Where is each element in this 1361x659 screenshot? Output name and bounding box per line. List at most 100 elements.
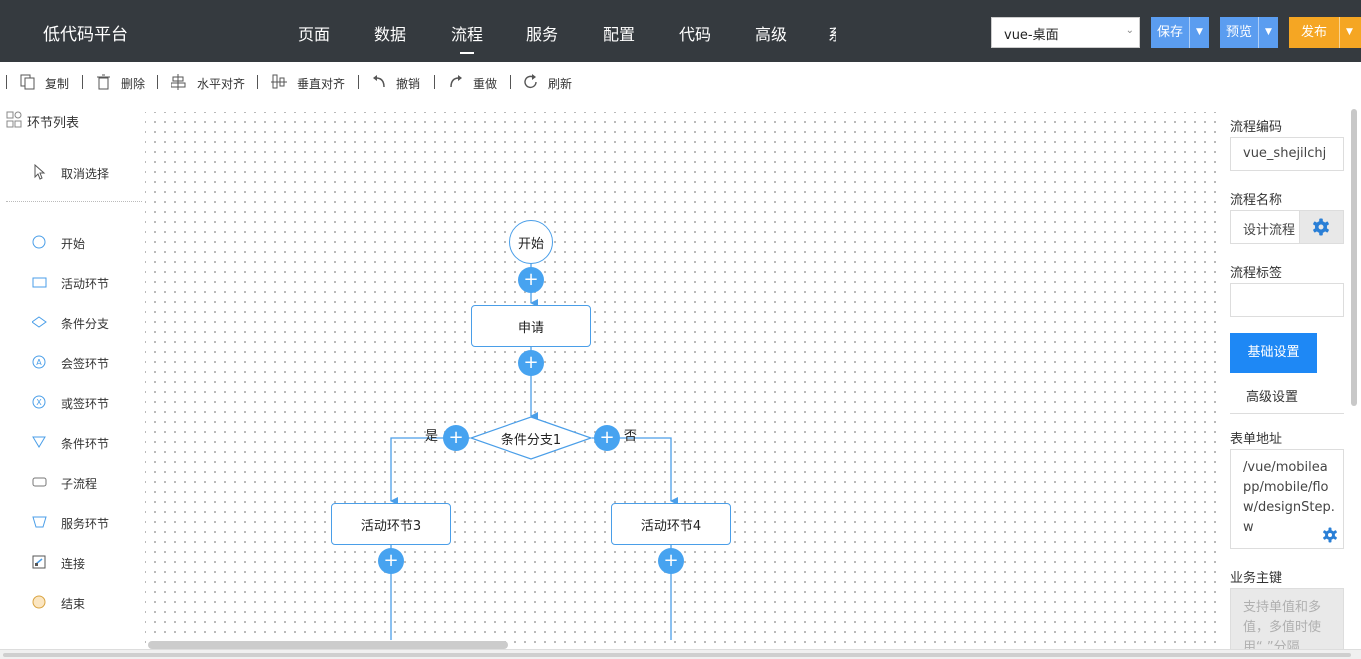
nav-item-advanced[interactable]: 高级	[755, 25, 788, 44]
palette-item-label: 子流程	[61, 477, 98, 491]
page-horizontal-scrollbar[interactable]	[0, 649, 1361, 659]
flow-node-activity-3-label: 活动环节3	[360, 518, 422, 534]
palette-item-activity[interactable]: 活动环节	[32, 274, 132, 292]
node-list-icon	[6, 111, 22, 128]
toolbar-divider	[82, 75, 83, 89]
align-vertical-icon	[271, 74, 287, 89]
svg-text:X: X	[36, 398, 42, 407]
palette-item-condition-node[interactable]: 条件环节	[32, 434, 132, 452]
undo-icon	[373, 75, 385, 88]
canvas-horizontal-scrollbar[interactable]	[148, 641, 508, 649]
preview-button-label: 预览	[1226, 25, 1253, 40]
publish-button[interactable]: 发布 ▼	[1289, 17, 1361, 48]
service-icon	[32, 516, 47, 528]
refresh-icon	[524, 74, 537, 89]
flow-node-condition-label: 条件分支1	[500, 432, 562, 448]
tab-advanced-settings[interactable]: 高级设置	[1246, 390, 1299, 405]
rectangle-icon	[32, 277, 47, 288]
branch-no-label: 否	[624, 429, 638, 444]
palette-item-label: 活动环节	[61, 277, 110, 291]
palette-item-label: 服务环节	[61, 517, 110, 531]
add-branch-no-plus-icon[interactable]: +	[594, 425, 620, 451]
palette-title-label: 环节列表	[27, 116, 80, 131]
nav-item-pages[interactable]: 页面	[298, 25, 331, 44]
flow-node-activity-3[interactable]: 活动环节3	[331, 503, 451, 545]
flow-name-settings-button[interactable]	[1299, 210, 1344, 244]
palette-item-end[interactable]: 结束	[32, 594, 132, 612]
top-bar: 低代码平台 页面 数据 流程 服务 配置 代码 高级 系 vue-桌面 ⌄ 保存…	[0, 0, 1361, 62]
app-select[interactable]: vue-桌面 ⌄	[991, 17, 1140, 48]
gear-icon[interactable]	[1322, 527, 1338, 543]
flow-node-activity-4[interactable]: 活动环节4	[611, 503, 731, 545]
align-vertical-label: 垂直对齐	[297, 77, 346, 91]
save-button[interactable]: 保存 ▼	[1151, 17, 1210, 48]
connect-icon	[32, 555, 46, 569]
save-dropdown-icon[interactable]: ▼	[1189, 17, 1209, 48]
trash-icon	[97, 74, 110, 90]
flow-tag-label: 流程标签	[1230, 266, 1283, 281]
palette-item-label: 条件环节	[61, 437, 110, 451]
preview-dropdown-icon[interactable]: ▼	[1258, 17, 1278, 48]
copy-icon	[20, 74, 35, 90]
gear-icon	[1313, 218, 1329, 236]
palette-item-countersign[interactable]: A 会签环节	[32, 354, 132, 372]
branch-yes-label: 是	[425, 429, 439, 444]
publish-button-label: 发布	[1301, 25, 1328, 40]
flow-name-field[interactable]: 设计流程	[1230, 210, 1300, 244]
refresh-label: 刷新	[548, 77, 573, 91]
add-node-plus-icon[interactable]: +	[518, 350, 544, 376]
palette-item-subprocess[interactable]: 子流程	[32, 474, 132, 492]
form-address-field[interactable]: /vue/mobileapp/mobile/flow/designStep.w	[1230, 449, 1344, 549]
save-button-label: 保存	[1157, 25, 1184, 40]
flow-node-condition-branch[interactable]: 条件分支1	[481, 425, 581, 451]
flow-canvas[interactable]	[145, 112, 1218, 650]
flow-node-activity-4-label: 活动环节4	[640, 518, 702, 534]
palette-item-label: 连接	[61, 557, 86, 571]
tab-divider	[1230, 413, 1344, 414]
palette-item-start[interactable]: 开始	[32, 234, 132, 252]
nav-item-code[interactable]: 代码	[679, 25, 712, 44]
palette-item-condition-branch[interactable]: 条件分支	[32, 314, 132, 332]
align-horizontal-icon	[171, 74, 186, 90]
palette-item-or-sign[interactable]: X 或签环节	[32, 394, 132, 412]
toolbar-divider	[358, 75, 359, 89]
business-key-field: 支持单值和多值，多值时使用“,”分隔	[1230, 588, 1344, 650]
nav-item-service[interactable]: 服务	[526, 25, 559, 44]
svg-text:A: A	[36, 358, 42, 367]
business-key-label: 业务主键	[1230, 571, 1283, 586]
nav-item-config[interactable]: 配置	[603, 25, 636, 44]
flow-tag-field[interactable]	[1230, 283, 1344, 317]
end-circle-icon	[32, 595, 46, 609]
nav-item-overflow[interactable]: 系	[828, 21, 836, 45]
publish-dropdown-icon[interactable]: ▼	[1339, 17, 1359, 48]
toolbar-divider	[434, 75, 435, 89]
cursor-icon	[34, 164, 46, 180]
flow-code-field[interactable]: vue_shejilchj	[1230, 137, 1344, 171]
flow-node-apply[interactable]: 申请	[471, 305, 591, 347]
add-node-plus-icon[interactable]: +	[518, 267, 544, 293]
palette-item-label: 结束	[61, 597, 86, 611]
preview-button[interactable]: 预览 ▼	[1220, 17, 1279, 48]
palette-item-label: 或签环节	[61, 397, 110, 411]
palette-item-connect[interactable]: 连接	[32, 554, 132, 572]
or-sign-icon: X	[32, 395, 46, 409]
delete-label: 删除	[121, 77, 146, 91]
copy-label: 复制	[45, 77, 70, 91]
add-branch-yes-plus-icon[interactable]: +	[443, 425, 469, 451]
palette-item-label: 开始	[61, 237, 86, 251]
triangle-icon	[32, 436, 46, 448]
flow-node-start[interactable]: 开始	[509, 220, 553, 264]
add-node-plus-icon[interactable]: +	[378, 548, 404, 574]
palette-deselect-label: 取消选择	[61, 167, 110, 181]
form-address-label: 表单地址	[1230, 432, 1283, 447]
toolbar-divider	[510, 75, 511, 89]
palette-deselect[interactable]: 取消选择	[32, 164, 132, 182]
palette-item-label: 会签环节	[61, 357, 110, 371]
palette-item-service[interactable]: 服务环节	[32, 514, 132, 532]
tab-basic-settings[interactable]: 基础设置	[1230, 333, 1317, 373]
add-node-plus-icon[interactable]: +	[658, 548, 684, 574]
nav-item-data[interactable]: 数据	[374, 25, 407, 44]
diamond-icon	[32, 316, 47, 328]
nav-item-flow[interactable]: 流程	[451, 21, 483, 54]
panel-vertical-scrollbar[interactable]	[1351, 109, 1357, 406]
